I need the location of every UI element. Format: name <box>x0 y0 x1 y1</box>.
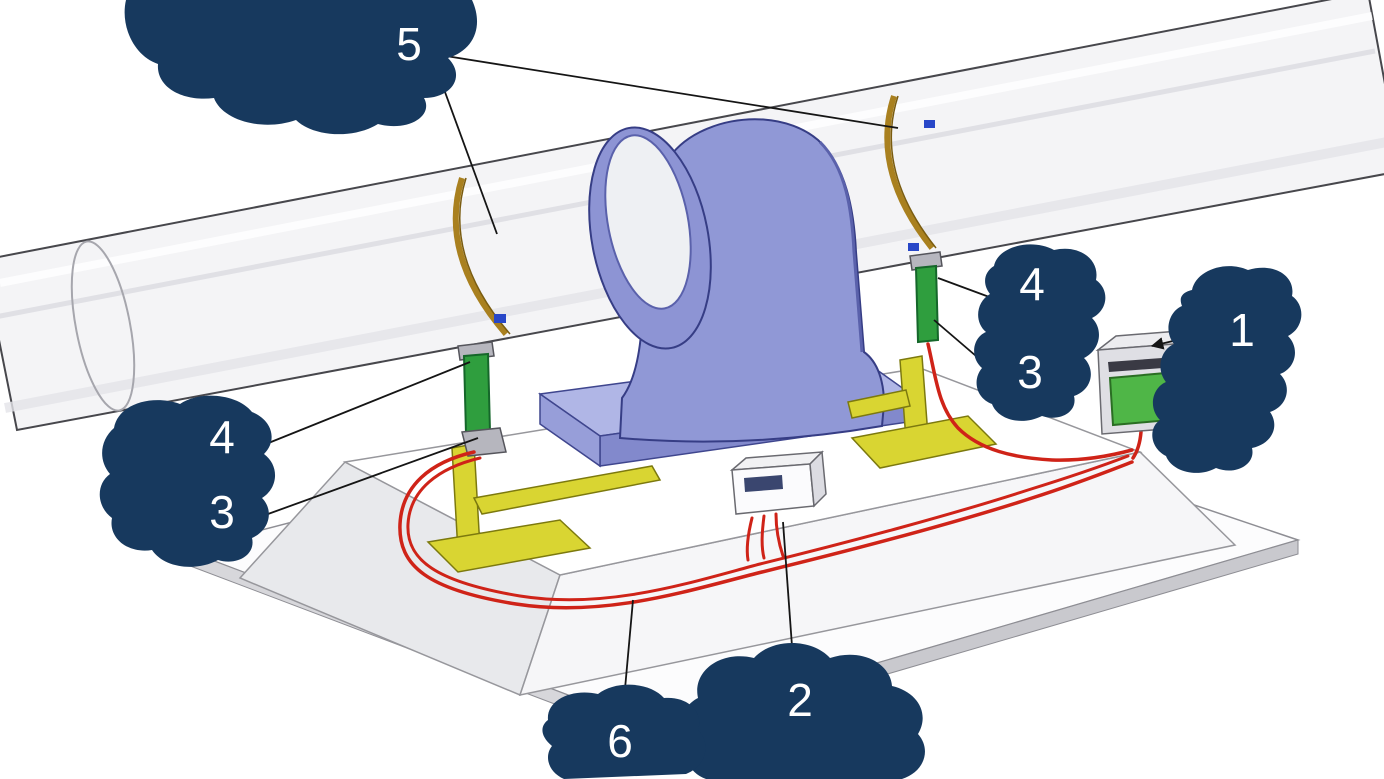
cable-junction-wire-3 <box>774 512 785 558</box>
callout-label-5: 5 <box>396 18 422 70</box>
sensor-left-body <box>462 352 492 436</box>
band-right <box>884 95 935 250</box>
callout-label-3-right: 3 <box>1017 346 1043 398</box>
bracket-left-foot <box>426 519 592 573</box>
cable-right-sensor <box>926 342 1134 462</box>
cable-loop-outer <box>398 450 1134 610</box>
bearing-block-shade <box>818 140 864 353</box>
sensor-left-bracket <box>461 427 507 457</box>
band-right-edge <box>890 95 937 249</box>
display-header-text <box>1108 358 1163 372</box>
bearing-support <box>537 118 910 468</box>
leader-3-left <box>267 437 479 515</box>
callout-blob-2 <box>683 643 925 779</box>
junction-box-side <box>809 450 827 508</box>
leader-5-right-band <box>445 55 899 129</box>
callout-blob-5 <box>124 0 478 135</box>
callout-blob-4-3-left <box>99 395 276 567</box>
callout-blob-6 <box>542 684 706 779</box>
bearing-collar-bore <box>604 134 692 310</box>
sensors <box>457 251 943 457</box>
pipe-end-seam <box>70 240 136 412</box>
band-clip-right-top <box>924 120 935 128</box>
callout-label-1: 1 <box>1229 304 1255 356</box>
callouts: 5 4 3 4 3 1 2 6 <box>99 0 1302 779</box>
leader-4-left <box>265 361 471 445</box>
sensor-right-body <box>914 264 940 344</box>
callout-label-3-left: 3 <box>209 486 235 538</box>
junction-box-label <box>744 475 783 492</box>
cable-display-drop <box>1131 430 1143 460</box>
bracket-left-arm <box>472 465 662 515</box>
bracket-right-arm <box>847 389 911 419</box>
cable-loop-inner <box>406 454 1130 602</box>
callout-label-4-right: 4 <box>1019 258 1045 310</box>
band-left <box>452 177 509 336</box>
band-clip-right-bottom <box>908 243 919 251</box>
callout-blob-1 <box>1152 266 1302 473</box>
callout-blob-4-3-right <box>974 244 1106 421</box>
bearing-base-left <box>539 392 601 468</box>
junction-box <box>729 450 827 515</box>
callout-label-2: 2 <box>787 674 813 726</box>
leader-lines <box>265 55 1195 701</box>
cable-junction-wire-2 <box>760 514 766 560</box>
leader-2-junction-box <box>782 521 794 661</box>
leader-6-cable <box>623 599 634 701</box>
callout-label-6: 6 <box>607 715 633 767</box>
signal-cables <box>398 342 1143 610</box>
cable-junction-wire-1 <box>745 516 754 562</box>
pipe-bands <box>452 95 937 336</box>
leader-4-right <box>937 277 993 299</box>
band-clip-left <box>494 314 506 323</box>
callout-label-4-left: 4 <box>209 411 235 463</box>
